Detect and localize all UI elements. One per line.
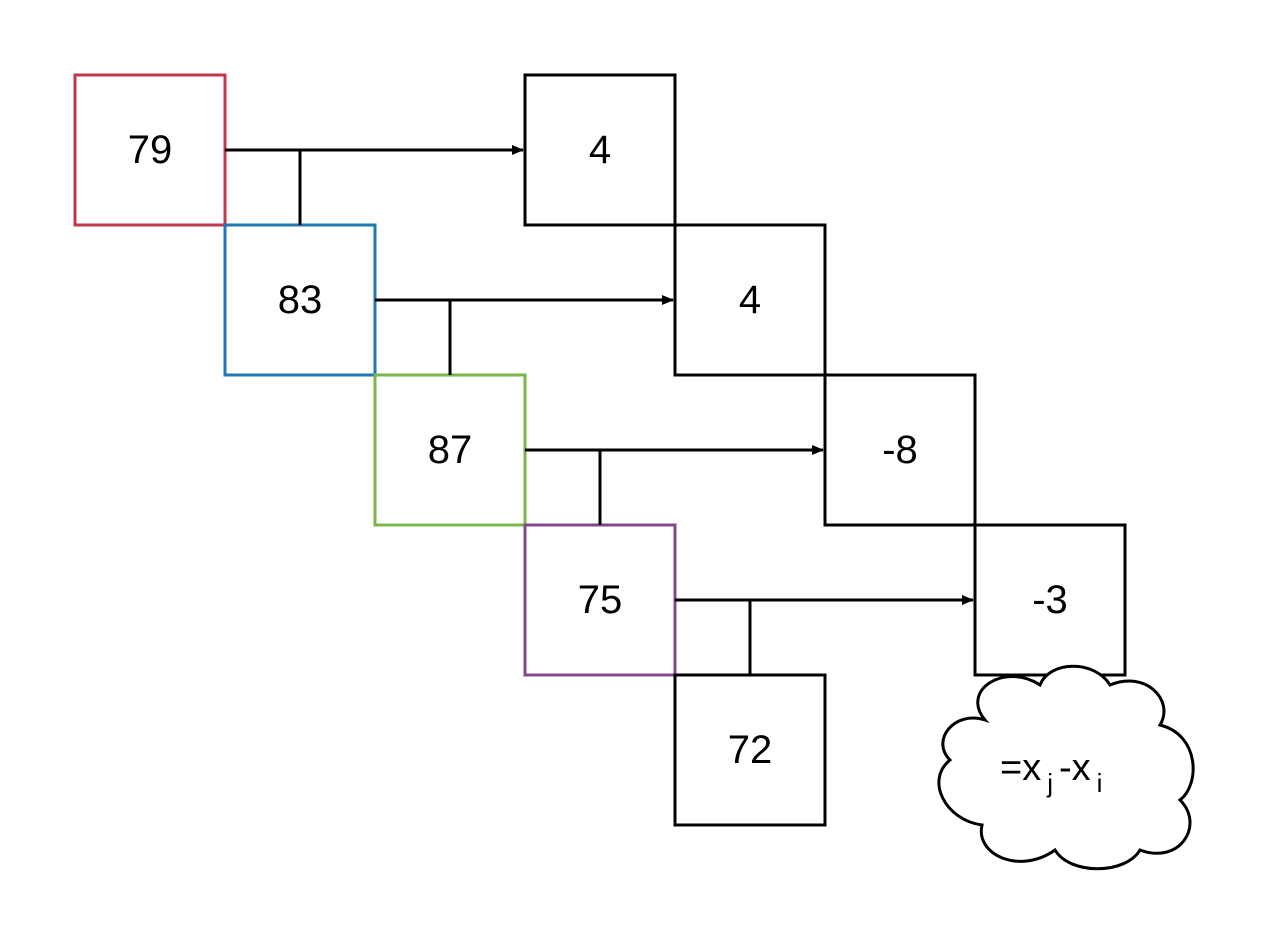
input-label-2: 83	[278, 278, 323, 322]
difference-label-3: -8	[882, 428, 918, 472]
input-labels: 79 83 87 75 72	[128, 128, 773, 772]
formula-prefix: =x	[1000, 747, 1041, 789]
difference-label-4: -3	[1032, 578, 1068, 622]
input-label-5: 72	[728, 728, 773, 772]
difference-labels: 4 4 -8 -3	[589, 128, 1068, 622]
input-label-1: 79	[128, 128, 173, 172]
difference-label-1: 4	[589, 128, 611, 172]
formula-sub-j: j	[1046, 768, 1053, 798]
difference-box-3	[823, 373, 977, 527]
difference-box-2	[673, 223, 827, 377]
cloud-shape	[937, 664, 1195, 871]
formula-minus: -x	[1059, 747, 1091, 789]
input-label-3: 87	[428, 428, 473, 472]
difference-box-1	[523, 73, 677, 227]
formula-sub-i: i	[1097, 768, 1103, 798]
difference-label-2: 4	[739, 278, 761, 322]
connectors	[225, 145, 974, 675]
input-label-4: 75	[578, 578, 623, 622]
